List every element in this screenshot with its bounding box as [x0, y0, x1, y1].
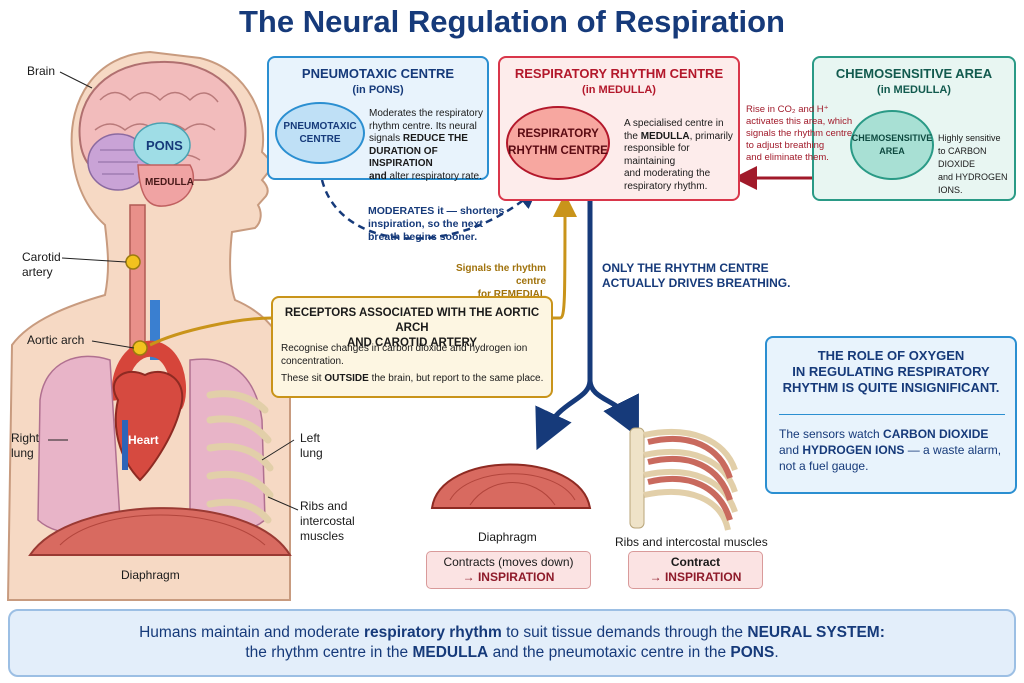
right-lung-label-1: Right — [11, 431, 40, 445]
moderates-arrow — [320, 179, 538, 240]
brain-label: Brain — [27, 64, 56, 78]
carotid-label-1: Carotid — [22, 250, 61, 264]
pneumotaxic-title: PNEUMOTAXIC CENTRE — [301, 66, 455, 81]
chemo-title: CHEMOSENSITIVE AREA — [835, 66, 993, 81]
receptors-title-1: RECEPTORS ASSOCIATED WITH THE AORTIC ARC… — [284, 307, 540, 334]
oxygen-title-2: IN REGULATING RESPIRATORY — [792, 364, 990, 379]
page-title: The Neural Regulation of Respiration — [239, 4, 785, 39]
ribs-label-1: Ribs and — [300, 499, 348, 513]
pneumotaxic-box: PNEUMOTAXIC CENTRE (in PONS) PNEUMOTAXIC… — [267, 56, 489, 182]
chemo-oval-line-2: AREA — [879, 146, 905, 156]
pneumotaxic-oval-line-1: PNEUMOTAXIC — [283, 121, 357, 132]
heart-drawing — [112, 370, 184, 482]
moderates-text: MODERATES it — shortens inspiration, so … — [368, 205, 505, 243]
rhythm-title: RESPIRATORY RHYTHM CENTRE — [514, 66, 724, 81]
pneumotaxic-oval-line-2: CENTRE — [299, 134, 341, 145]
rhythm-oval-line-1: RESPIRATORY — [517, 128, 599, 140]
oxygen-title-1: THE ROLE OF OXYGEN — [817, 348, 965, 363]
chemo-oval-line-1: CHEMOSENSITIVE — [851, 133, 933, 143]
chemo-oval: CHEMOSENSITIVE AREA — [850, 110, 934, 180]
effector-diaphragm-label: Diaphragm — [478, 530, 537, 544]
ribs-drawing — [206, 390, 274, 524]
body-diaphragm-drawing — [28, 507, 292, 556]
ribs-label-2: intercostal — [300, 514, 355, 528]
drive-arrow-ribs — [587, 379, 639, 438]
pneumotaxic-oval: PNEUMOTAXIC CENTRE — [275, 102, 365, 164]
rhythm-centre-box: RESPIRATORY RHYTHM CENTRE (in MEDULLA) R… — [498, 56, 740, 201]
rhythm-description: A specialised centre in the MEDULLA, pri… — [624, 118, 733, 192]
chemo-description: Highly sensitive to CARBON DIOXIDE and H… — [938, 133, 1008, 195]
pneumotaxic-subtitle: (in PONS) — [352, 84, 404, 96]
effector-ribs-label: Ribs and intercostal muscles — [615, 535, 768, 549]
ribs-tag: Contract → INSPIRATION — [628, 551, 763, 589]
chemo-arrow-text: Rise in CO₂ and H⁺ activates this area, … — [746, 104, 853, 163]
carotid-label-2: artery — [22, 265, 53, 279]
receptors-box: RECEPTORS ASSOCIATED WITH THE AORTIC ARC… — [271, 296, 553, 398]
left-lung-label-2: lung — [300, 446, 323, 460]
effector-ribs-drawing — [629, 427, 738, 531]
footer-text: Humans maintain and moderate respiratory… — [139, 624, 885, 661]
pneumotaxic-description: Moderates the respiratory rhythm centre.… — [369, 108, 483, 182]
diaphragm-body-label: Diaphragm — [121, 568, 180, 582]
ribs-label-3: muscles — [300, 529, 345, 543]
aortic-arch-label: Aortic arch — [27, 333, 85, 347]
diaphragm-tag: Contracts (moves down) → INSPIRATION — [426, 551, 591, 589]
pons-label: PONS — [146, 138, 183, 153]
heart-label: Heart — [128, 433, 159, 447]
oxygen-divider — [779, 414, 1005, 415]
footer-box: Humans maintain and moderate respiratory… — [8, 609, 1016, 677]
rhythm-oval-line-2: RHYTHM CENTRE — [508, 145, 608, 157]
oxygen-title-3: RHYTHM IS QUITE INSIGNIFICANT. — [782, 380, 1000, 395]
drives-text: ONLY THE RHYTHM CENTRE ACTUALLY DRIVES B… — [602, 261, 791, 290]
chemosensitive-box: CHEMOSENSITIVE AREA (in MEDULLA) CHEMOSE… — [812, 56, 1016, 201]
receptors-title-2: AND CAROTID ARTERY — [346, 337, 478, 349]
signals-arrow — [149, 205, 565, 347]
brain-drawing — [78, 60, 247, 207]
oxygen-body: The sensors watch CARBON DIOXIDE and HYD… — [779, 427, 1002, 473]
leader-lines — [48, 71, 299, 511]
oxygen-box: THE ROLE OF OXYGEN IN REGULATING RESPIRA… — [765, 336, 1017, 494]
chemo-subtitle: (in MEDULLA) — [877, 84, 951, 96]
rhythm-oval: RESPIRATORY RHYTHM CENTRE — [506, 106, 610, 180]
receptors-body: Recognise changes in carbon dioxide and … — [281, 343, 544, 384]
effector-diaphragm-drawing — [430, 463, 592, 509]
rhythm-subtitle: (in MEDULLA) — [582, 84, 656, 96]
left-lung-label-1: Left — [300, 431, 321, 445]
medulla-label: MEDULLA — [145, 177, 194, 188]
right-lung-label-2: lung — [11, 446, 34, 460]
